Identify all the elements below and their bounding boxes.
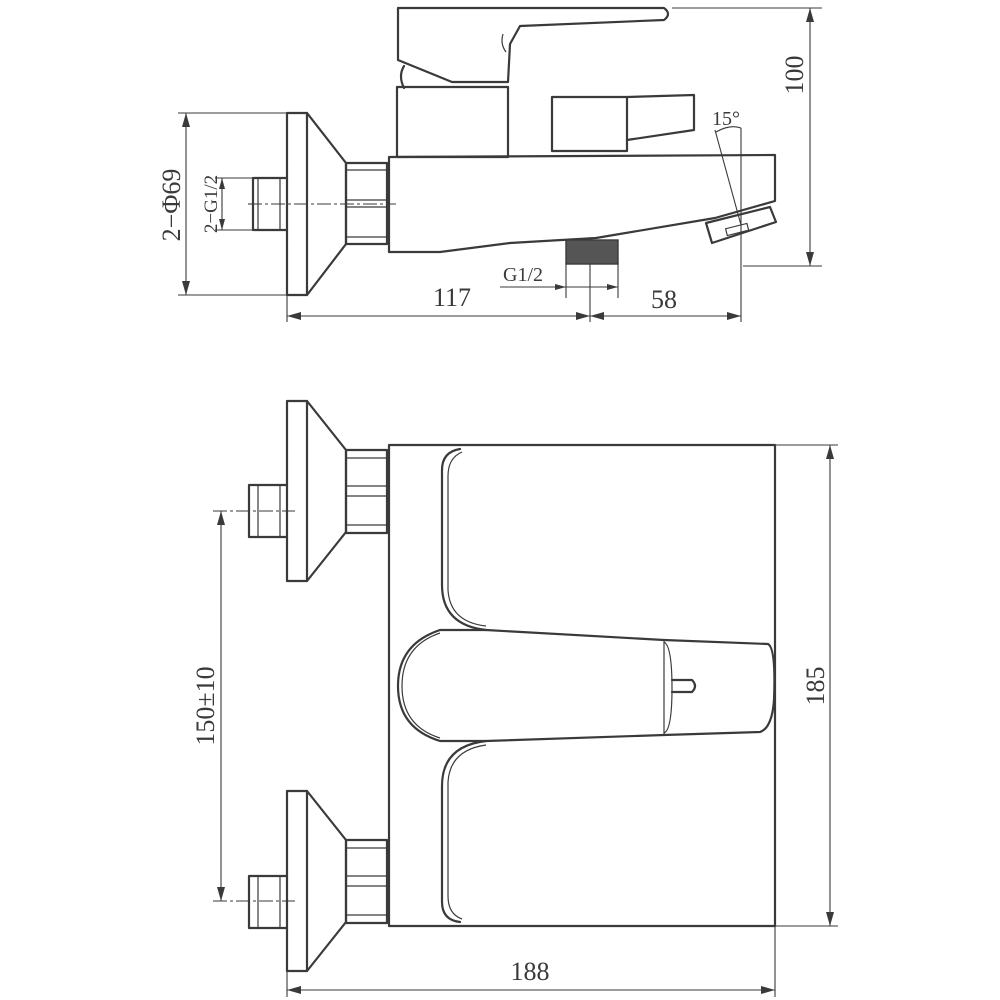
arrow (182, 281, 190, 295)
inlet-stub-lower (247, 874, 289, 930)
arrow (217, 511, 225, 525)
arrow (182, 113, 190, 127)
angle-line (714, 129, 742, 226)
arrow (219, 178, 225, 189)
label-length-right: 58 (651, 285, 677, 314)
side-view: 100 15° 2−Φ69 2−G1/2 G1/2 (157, 6, 822, 322)
arrow (826, 912, 834, 926)
handle-plan (396, 628, 776, 743)
wall-flange-upper (285, 399, 348, 583)
wall-flange-lower (285, 789, 348, 973)
arrow (287, 986, 301, 994)
arrow (806, 252, 814, 266)
spout-aerator (724, 222, 750, 237)
diverter-pin (670, 678, 697, 694)
label-inlet-diameter: 2−Φ69 (157, 169, 186, 242)
arrow (555, 284, 566, 290)
label-angle: 15° (712, 108, 740, 130)
arrow (576, 312, 590, 320)
handle-lever (396, 6, 670, 84)
label-height: 100 (780, 56, 809, 95)
label-outlet-thread: G1/2 (503, 264, 543, 286)
arrow (287, 312, 301, 320)
arrow (826, 445, 834, 459)
arrow (727, 312, 741, 320)
handle-detail (501, 33, 507, 53)
top-view: 150±10 185 188 (191, 399, 838, 997)
diverter-knob (550, 95, 629, 153)
arrow (219, 219, 225, 230)
hex-nut-lower (344, 838, 389, 925)
label-width: 188 (511, 957, 550, 986)
diverter-lever (625, 93, 696, 142)
arrow (806, 8, 814, 22)
label-spacing: 150±10 (191, 666, 220, 745)
label-inlet-thread: 2−G1/2 (201, 175, 222, 233)
handle-edge (401, 632, 441, 739)
label-length-left: 117 (433, 283, 471, 312)
arrow (590, 312, 604, 320)
body-contour-inner (447, 451, 487, 627)
outlet-thread (565, 239, 619, 265)
arrow (217, 887, 225, 901)
handle-edge (663, 641, 673, 734)
cartridge-body (395, 85, 510, 159)
mixer-body (387, 153, 777, 254)
angle-arc (715, 126, 742, 133)
mixer-body-plan (387, 443, 777, 928)
handle-neck (399, 64, 406, 90)
spout-outlet (704, 205, 778, 245)
arrow (761, 986, 775, 994)
label-depth: 185 (801, 667, 830, 706)
hex-nut-upper (344, 448, 389, 535)
arrow (607, 284, 618, 290)
body-contour-upper (440, 447, 488, 632)
body-contour-inner (447, 744, 487, 920)
body-contour-lower (440, 739, 488, 924)
